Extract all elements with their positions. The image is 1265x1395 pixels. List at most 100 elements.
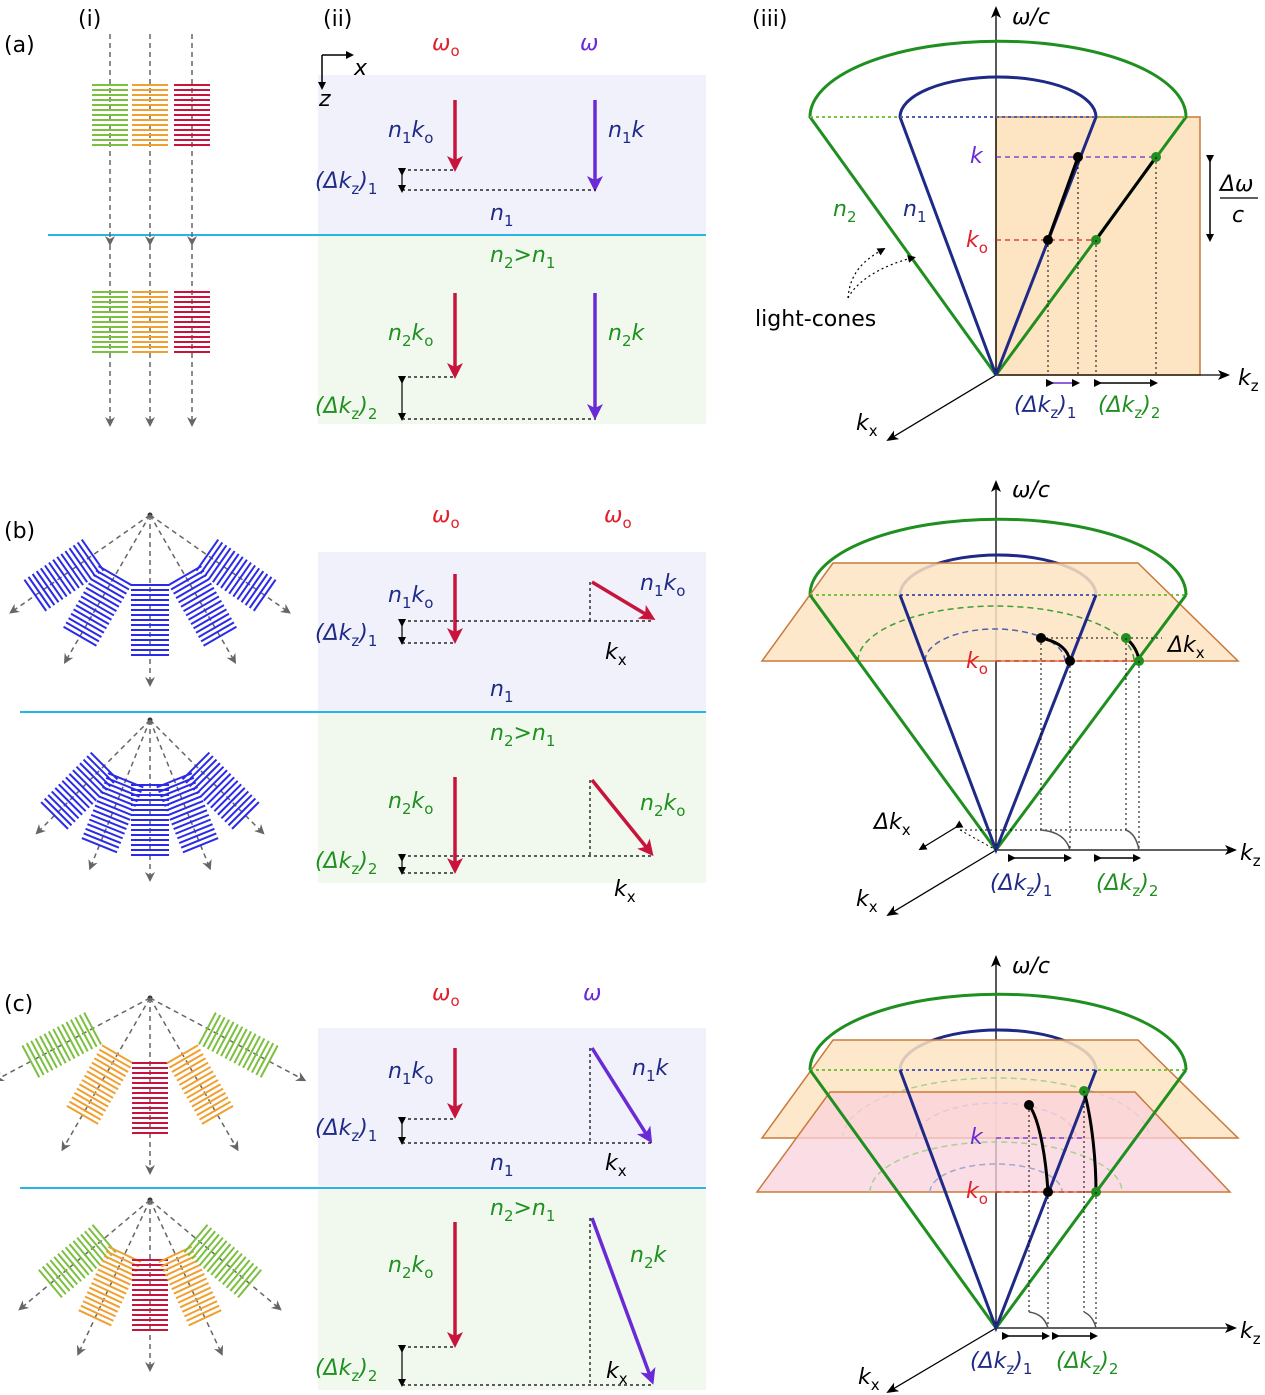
plane-b xyxy=(760,562,1240,662)
packet-2 xyxy=(131,584,169,656)
col-label-ii: (ii) xyxy=(323,7,352,32)
packet-orange xyxy=(132,291,168,353)
cone-b-dkx-plane: Δkx xyxy=(1166,633,1205,662)
delta-omega-den: c xyxy=(1232,203,1244,228)
packet-red xyxy=(174,84,210,146)
label-c-n1ko: n1ko xyxy=(388,1059,433,1088)
cone-c-n1 xyxy=(898,1069,1098,1333)
label-a-n1k: n1k xyxy=(608,118,646,147)
packet-4 xyxy=(183,1224,262,1298)
panel-c-top-bg xyxy=(318,1028,706,1186)
packet-1 xyxy=(78,1245,142,1327)
wavevector-diagrams: x z ωo ω n1ko n1k (Δkz)1 n1 n2>n1 n2ko n… xyxy=(315,31,706,1390)
label-a-n2gt: n2>n1 xyxy=(490,243,555,272)
cone-c-k-label: k xyxy=(970,1125,984,1150)
packet-1 xyxy=(63,565,132,647)
cone-c-dk2: (Δkz)2 xyxy=(1056,1349,1118,1378)
label-c-dk2: (Δkz)2 xyxy=(315,1356,377,1385)
cone-a-k-label: k xyxy=(970,144,984,169)
packet-0 xyxy=(23,539,105,612)
packet-green xyxy=(92,291,128,353)
panel-a-top-bg xyxy=(318,75,706,234)
packet-1 xyxy=(66,1044,134,1125)
cone-b-dk1: (Δkz)1 xyxy=(990,871,1052,900)
label-a-n2k: n2k xyxy=(608,321,646,350)
cone-c-ko-label: ko xyxy=(966,1179,988,1208)
ray-arrow xyxy=(61,997,151,1152)
row-label-b: (b) xyxy=(4,519,35,544)
cone-b-ko-label: ko xyxy=(966,649,988,678)
freq-b-right: ωo xyxy=(604,503,632,532)
vec-b-n1ko-right xyxy=(591,580,656,621)
cone-c-kx-label: kx xyxy=(858,1365,880,1394)
plane-a xyxy=(995,116,1201,376)
cone-b-kz-label: kz xyxy=(1240,841,1261,870)
xz-axes xyxy=(318,51,354,90)
label-b-n1ko-right: n1ko xyxy=(640,571,685,600)
packet-3 xyxy=(168,565,237,647)
freq-a-right: ω xyxy=(580,31,598,56)
freq-a-left: ωo xyxy=(432,31,460,60)
label-b-n2ko-right: n2ko xyxy=(640,791,685,820)
cone-a-omega-label: ω/c xyxy=(1012,5,1050,30)
packet-3 xyxy=(166,1044,234,1125)
packet-4 xyxy=(181,751,260,830)
label-c-n1k: n1k xyxy=(632,1056,670,1085)
packet-4 xyxy=(195,539,277,612)
cone-b: ω/c kz kx ko Δkx Δkx (Δkz)1 (Δkz)2 xyxy=(760,478,1261,917)
light-cones-label: light-cones xyxy=(755,307,876,332)
cone-b-omega-label: ω/c xyxy=(1012,478,1050,503)
cone-c-n2-top xyxy=(808,992,1188,1071)
col-label-iii: (iii) xyxy=(752,7,788,32)
ray-arrow xyxy=(149,997,239,1152)
label-c-n2k: n2k xyxy=(630,1243,668,1272)
cone-b-dk2: (Δkz)2 xyxy=(1096,871,1158,900)
label-b-dk1: (Δkz)1 xyxy=(315,621,377,650)
packet-3 xyxy=(156,772,219,854)
vec-c-n1k xyxy=(590,1047,653,1144)
light-cone-diagrams: ω/c kz kx n2 n1 k ko light-cones Δω c (Δ… xyxy=(755,5,1261,1394)
cone-b-n2-top xyxy=(808,517,1188,596)
freq-c-right: ω xyxy=(583,981,601,1006)
cone-a-ko-label: ko xyxy=(966,228,988,257)
ray-arrow xyxy=(0,997,151,1082)
label-a-dk2: (Δkz)2 xyxy=(315,394,377,423)
packet-1 xyxy=(81,772,144,854)
cone-a-dk2: (Δkz)2 xyxy=(1098,393,1160,422)
axis-z-label: z xyxy=(318,87,331,112)
cone-a-n2 xyxy=(808,39,1188,376)
cone-a-n1 xyxy=(898,75,1098,376)
label-b-n2ko-left: n2ko xyxy=(388,789,433,818)
cone-a: ω/c kz kx n2 n1 k ko light-cones Δω c (Δ… xyxy=(755,5,1259,442)
delta-omega-num: Δω xyxy=(1218,172,1253,197)
cone-b-dkx-base: Δkx xyxy=(872,810,911,839)
cone-a-kz-label: kz xyxy=(1238,366,1259,395)
packet-0 xyxy=(40,751,119,830)
packet-4 xyxy=(198,1012,279,1078)
label-c-n2gt: n2>n1 xyxy=(490,1196,555,1225)
freq-b-left: ωo xyxy=(432,503,460,532)
label-c-kx-top: kx xyxy=(605,1151,627,1180)
cone-a-dk1: (Δkz)1 xyxy=(1014,393,1076,422)
label-c-dk1: (Δkz)1 xyxy=(315,1116,377,1145)
label-a-n2ko: n2ko xyxy=(388,321,433,350)
cone-a-n2-label: n2 xyxy=(833,197,857,226)
label-a-n1ko: n1ko xyxy=(388,118,433,147)
cone-c-omega-label: ω/c xyxy=(1012,954,1050,979)
packet-3 xyxy=(158,1245,222,1327)
freq-c-left: ωo xyxy=(432,981,460,1010)
wave-packet-illustrations xyxy=(0,34,307,1372)
ray-arrow xyxy=(149,997,307,1082)
col-label-i: (i) xyxy=(78,7,101,32)
packet-orange xyxy=(132,84,168,146)
cone-a-kx-label: kx xyxy=(856,411,878,440)
cone-c-kz-label: kz xyxy=(1240,1319,1261,1348)
cone-a-n1-label: n1 xyxy=(903,197,927,226)
label-c-kx-bottom: kx xyxy=(606,1359,628,1388)
label-b-n1: n1 xyxy=(490,677,514,706)
label-c-n2ko: n2ko xyxy=(388,1253,433,1282)
label-b-n1ko-left: n1ko xyxy=(388,583,433,612)
label-c-n1: n1 xyxy=(490,1151,514,1180)
panel-a-bottom-bg xyxy=(318,236,706,424)
packet-0 xyxy=(21,1012,102,1078)
